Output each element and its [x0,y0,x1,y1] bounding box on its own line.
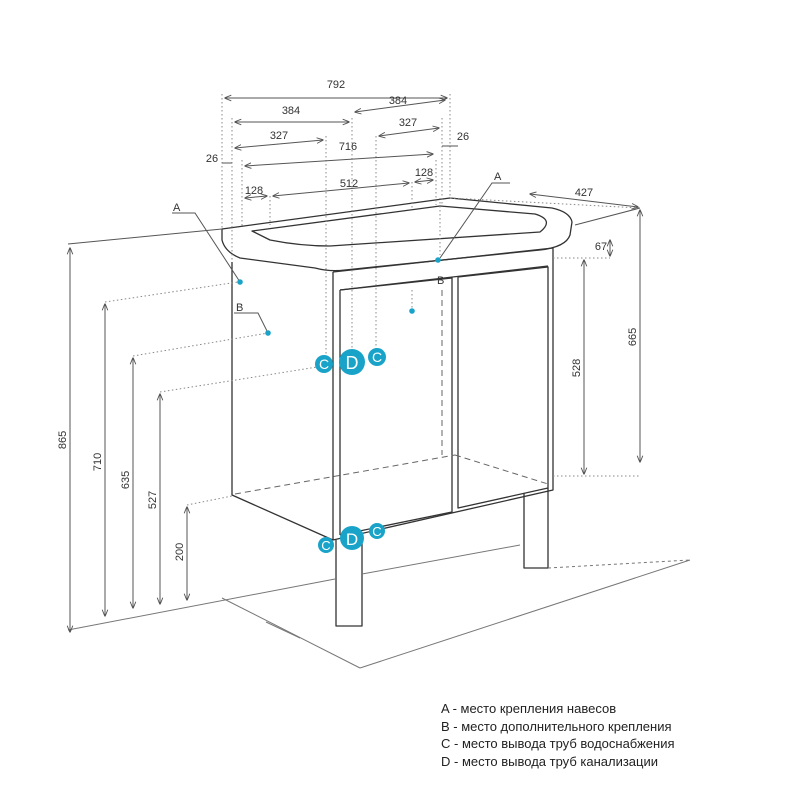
pipe-marker-c-bottom-left: C [318,537,334,553]
dim-26-left: 26 [206,153,218,165]
svg-text:D: D [346,353,359,373]
dim-710: 710 [92,453,104,471]
marker-label-b-left: B [236,302,243,314]
legend-item-c: C - место вывода труб водоснабжения [441,736,675,751]
pipe-marker-c-bottom-right: C [369,523,385,539]
dim-427: 427 [575,187,593,199]
dim-865: 865 [57,431,69,449]
dim-512: 512 [340,178,358,190]
mount-point-b-right [409,308,415,314]
cabinet-outline [221,197,573,627]
pipe-marker-d-top: D [339,349,365,375]
svg-text:C: C [372,349,382,365]
pipe-marker-d-bottom: D [340,526,364,550]
svg-text:C: C [319,356,329,372]
dim-327-right: 327 [399,117,417,129]
leg-front [335,534,363,627]
dim-200: 200 [174,543,186,561]
dim-527: 527 [147,491,159,509]
leg-back [523,488,549,569]
dim-327-left: 327 [270,130,288,142]
svg-text:C: C [321,538,330,553]
legend-item-a: A - место крепления навесов [441,701,617,716]
dim-716: 716 [339,141,357,153]
dim-792: 792 [327,79,345,91]
legend: A - место крепления навесов B - место до… [441,700,675,770]
mount-point-b-left [265,330,271,336]
marker-label-a-left: A [173,202,181,214]
dim-67: 67 [595,241,607,253]
door-right [457,266,549,509]
legend-item-b: B - место дополнительного крепления [441,718,672,734]
svg-text:C: C [372,524,381,539]
marker-label-a-right: A [494,171,502,183]
pipe-marker-c-top-left: C [315,355,333,373]
dim-26-right: 26 [457,131,469,143]
legend-item-d: D - место вывода труб канализации [441,753,659,769]
marker-label-b-right: B [437,275,444,287]
pipe-marker-c-top-right: C [368,348,386,366]
mount-point-a-right [435,257,441,263]
cabinet-left-side [231,262,334,541]
basin-inner [251,205,547,247]
basin-top [221,197,573,272]
svg-text:D: D [346,530,358,549]
door-left [339,277,453,536]
dim-384-right: 384 [389,95,407,107]
dim-528: 528 [571,359,583,377]
dim-635: 635 [120,471,132,489]
dim-128-left: 128 [245,185,263,197]
cabinet-front [332,248,554,541]
mount-point-a-left [237,279,243,285]
dim-384-left: 384 [282,105,300,117]
dim-665: 665 [627,328,639,346]
dim-128-right: 128 [415,167,433,179]
